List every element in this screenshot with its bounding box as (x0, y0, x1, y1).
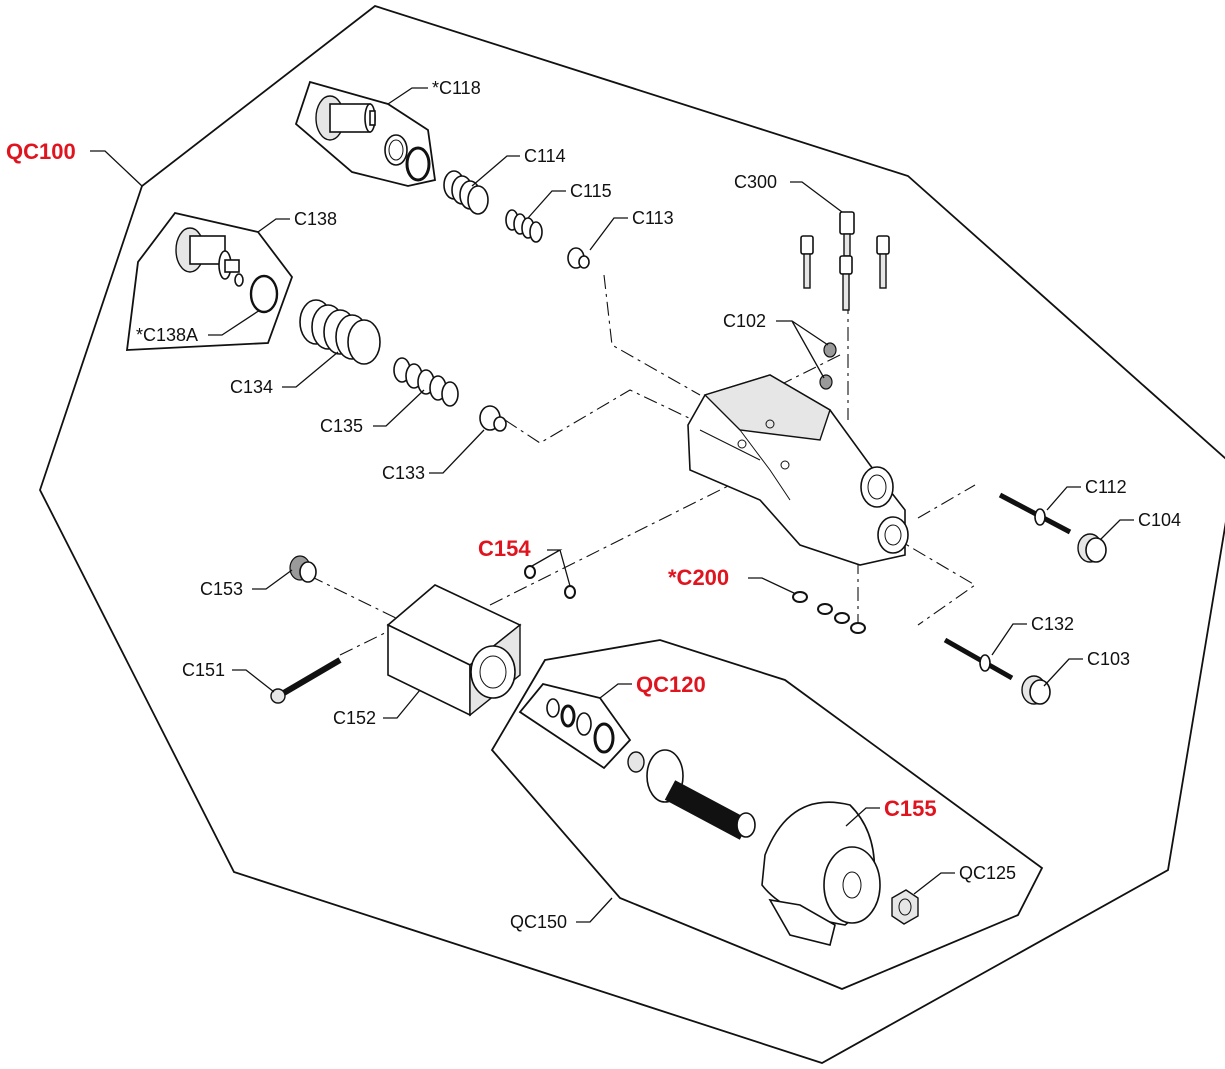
label-c151: C151 (182, 660, 225, 680)
qc150-kit-boundary (490, 639, 1044, 990)
c135-spring-icon (393, 357, 459, 407)
c134-spring-icon (299, 299, 381, 365)
c154-orings-icon (524, 565, 576, 599)
label-c118: *C118 (432, 78, 481, 98)
label-c154: C154 (478, 536, 531, 561)
label-c155: C155 (884, 796, 937, 821)
c133-poppet-icon (479, 405, 507, 432)
qc125-nut-icon (891, 889, 919, 925)
label-c300: C300 (734, 172, 777, 192)
label-c113: C113 (632, 208, 674, 228)
label-c114: C114 (524, 146, 566, 166)
c118-kit-boundary (294, 80, 437, 187)
c200-orings-icon (792, 591, 866, 634)
label-c112: C112 (1085, 477, 1127, 497)
qc120-seals-icon (546, 698, 615, 754)
leader-lines (90, 87, 1134, 923)
label-c104: C104 (1138, 510, 1181, 530)
c152-block-icon (386, 584, 522, 717)
label-qc120: QC120 (636, 672, 706, 697)
c113-poppet-icon (567, 247, 590, 269)
solenoid-tube-icon (627, 749, 756, 840)
qc100-boundary (39, 4, 1225, 1064)
c118-spool-icon (315, 95, 431, 182)
c132-cartridge-icon (943, 637, 1014, 681)
c155-coil-icon (761, 801, 881, 946)
label-qc100: QC100 (6, 139, 76, 164)
label-c103: C103 (1087, 649, 1130, 669)
c153-plug-icon (289, 555, 317, 583)
qc120-kit-boundary (518, 682, 632, 770)
c138a-oring-icon (249, 274, 279, 314)
label-c133: C133 (382, 463, 425, 483)
label-c134: C134 (230, 377, 273, 397)
c114-spring-icon (443, 170, 489, 215)
label-qc150: QC150 (510, 912, 567, 932)
c103-plug-icon (1021, 675, 1051, 705)
label-c132: C132 (1031, 614, 1074, 634)
label-c138a: *C138A (136, 325, 198, 345)
label-c153: C153 (200, 579, 243, 599)
label-c152: C152 (333, 708, 376, 728)
c102-plugs-icon (819, 342, 837, 390)
label-qc125: QC125 (959, 863, 1016, 883)
c104-plug-icon (1077, 533, 1107, 563)
label-c138: C138 (294, 209, 337, 229)
label-c200: *C200 (668, 565, 729, 590)
valve-body-icon (687, 374, 909, 566)
c300-screws-icon (800, 211, 890, 311)
label-c102: C102 (723, 311, 766, 331)
label-c135: C135 (320, 416, 363, 436)
label-c115: C115 (570, 181, 612, 201)
c112-cartridge-icon (998, 492, 1072, 535)
c115-spring-icon (505, 209, 543, 243)
c138-spool-icon (175, 227, 244, 287)
c151-screw-icon (270, 657, 342, 704)
